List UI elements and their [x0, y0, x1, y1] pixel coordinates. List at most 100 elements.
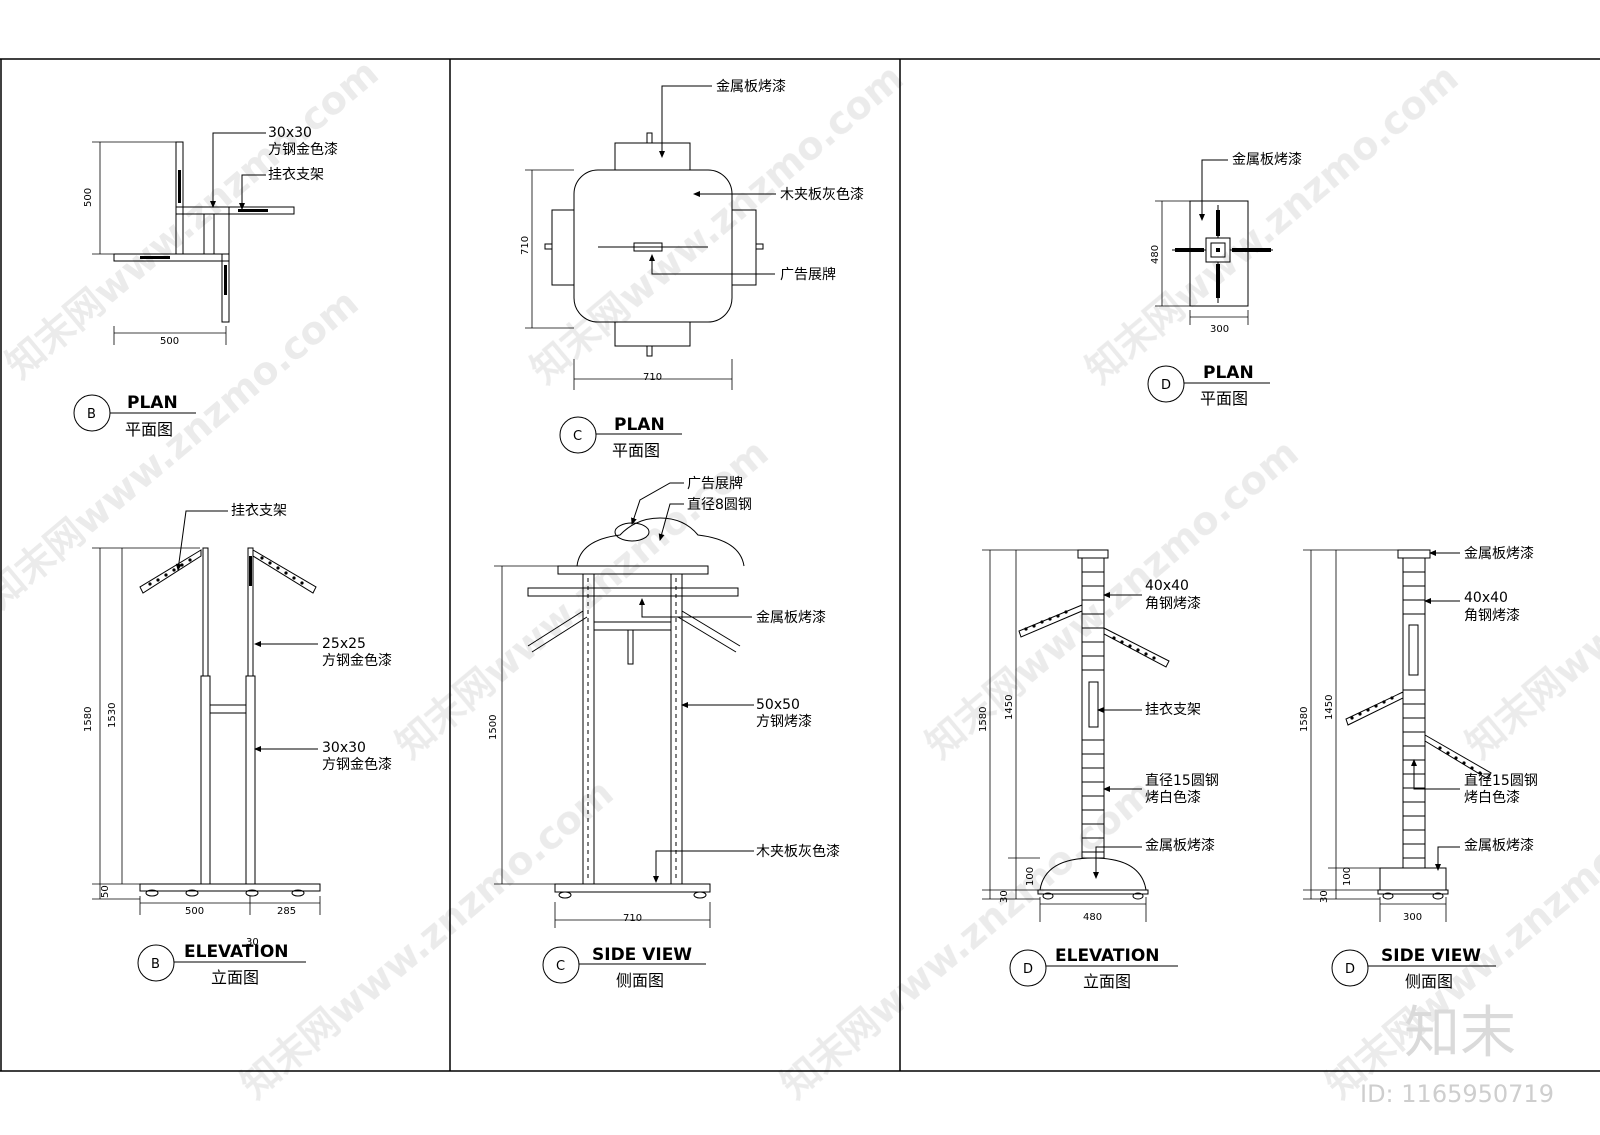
plan-b-subtitle: 平面图: [125, 420, 173, 439]
plan-c-label: 金属板烤漆: [716, 79, 786, 95]
elevation-b-dim-1530: 1530: [107, 703, 118, 728]
elevation-b-dim-285: 285: [277, 906, 296, 917]
plan-c-marker: C: [573, 429, 582, 444]
elevation-b-label: 挂衣支架: [231, 503, 287, 519]
plan-b-label: 方钢金色漆: [268, 141, 338, 158]
plan-c-leaders: [649, 85, 776, 275]
plan-c-title: PLAN: [614, 415, 665, 435]
elevation-d-title-block: D ELEVATION 立面图: [1009, 946, 1178, 991]
plan-d-hooks: [1175, 210, 1271, 298]
side-view-c-label: 直径8圆钢: [687, 496, 752, 513]
side-view-c-subtitle: 侧面图: [616, 971, 664, 990]
elevation-d-leaders: [1093, 592, 1142, 879]
plan-d-dim-v: 480: [1150, 245, 1161, 264]
plan-b-dim-h: 500: [160, 336, 179, 347]
watermark-text: 知末网www.znzmo.com: [523, 55, 912, 391]
elevation-b-leaders: [175, 510, 318, 752]
side-view-d-title-block: D SIDE VIEW 侧面图: [1331, 946, 1496, 991]
elevation-d-subtitle: 立面图: [1083, 972, 1131, 991]
plan-c-subtitle: 平面图: [612, 441, 660, 460]
side-view-c-label: 金属板烤漆: [756, 610, 826, 626]
elevation-b-dim-1580: 1580: [83, 707, 94, 732]
side-view-d-dim-100: 100: [1342, 867, 1353, 886]
watermark-logo: 知末: [1404, 1001, 1516, 1066]
watermark-text: 知末网www.znzmo.com: [773, 770, 1162, 1106]
elevation-d-label: 烤白色漆: [1145, 789, 1201, 806]
elevation-d-label: 直径15圆钢: [1145, 772, 1219, 789]
side-view-d-leaders: [1411, 550, 1460, 871]
elevation-b-marker: B: [151, 957, 160, 972]
sheet-frame: [0, 58, 1600, 1072]
plan-c-dim-v: 710: [520, 236, 531, 255]
side-view-d-label: 直径15圆钢: [1464, 772, 1538, 789]
side-view-d-label: 金属板烤漆: [1464, 546, 1534, 562]
plan-d-dim-h: 300: [1210, 324, 1229, 335]
elevation-d-label: 挂衣支架: [1145, 702, 1201, 718]
side-view-d-dim-300: 300: [1403, 912, 1422, 923]
side-view-c-dims: [494, 565, 711, 928]
plan-d-label: 金属板烤漆: [1232, 152, 1302, 168]
elevation-d-dim-480: 480: [1083, 912, 1102, 923]
side-view-c-title: SIDE VIEW: [592, 945, 692, 965]
plan-d-subtitle: 平面图: [1200, 389, 1248, 408]
plan-b-title-block: B PLAN 平面图: [73, 393, 196, 439]
elevation-b-title: ELEVATION: [184, 942, 289, 962]
elevation-b-subtitle: 立面图: [211, 968, 259, 987]
side-view-d-dims: [1303, 549, 1447, 922]
plan-d-dims: [1155, 200, 1249, 325]
side-view-c-label: 方钢烤漆: [756, 714, 812, 730]
elevation-d-marker: D: [1023, 962, 1033, 977]
watermark-id: ID: 1165950719: [1360, 1080, 1554, 1108]
elevation-d-dim-1580: 1580: [978, 707, 989, 732]
side-view-d-drawing: [1345, 549, 1492, 900]
side-view-c-dim-v: 1500: [488, 715, 499, 740]
elevation-d-title: ELEVATION: [1055, 946, 1160, 966]
side-view-d-hooks: [1350, 696, 1482, 775]
plan-b-marker: B: [87, 407, 96, 422]
elevation-d-dim-1450: 1450: [1004, 695, 1015, 720]
panel-d: 480 300 金属板烤漆 D PLAN 平面图: [978, 152, 1538, 991]
side-view-c-hatching: [587, 578, 677, 880]
side-view-d-label: 角钢烤漆: [1464, 608, 1520, 624]
elevation-b-label: 方钢金色漆: [322, 652, 392, 669]
plan-b-drawing: [113, 141, 295, 323]
plan-b-dims: [92, 141, 227, 345]
elevation-b-dims: [92, 547, 321, 915]
elevation-d-label: 40x40: [1145, 578, 1189, 594]
elevation-d-hooks: [1024, 610, 1156, 660]
plan-b-leaders: [210, 132, 266, 210]
side-view-d-dim-1580: 1580: [1299, 707, 1310, 732]
side-view-d-ladder: [1403, 571, 1425, 859]
plan-c-dims: [525, 169, 733, 390]
side-view-d-title: SIDE VIEW: [1381, 946, 1481, 966]
side-view-c-label: 广告展牌: [687, 475, 743, 492]
plan-d-title-block: D PLAN 平面图: [1147, 363, 1270, 408]
watermark-text: 知末网www.znzmo.com: [918, 430, 1307, 766]
side-view-c-label: 木夹板灰色漆: [756, 843, 840, 860]
plan-d-marker: D: [1161, 378, 1171, 393]
watermark-text: 知末网www.znzmo.com: [233, 770, 622, 1106]
side-view-c-title-block: C SIDE VIEW 侧面图: [542, 945, 706, 990]
plan-b-title: PLAN: [127, 393, 178, 413]
elevation-d-dim-100: 100: [1025, 867, 1036, 886]
elevation-b-hooks: [148, 556, 304, 586]
plan-c-label: 广告展牌: [780, 266, 836, 283]
side-view-c-drawing: [527, 517, 745, 899]
side-view-d-subtitle: 侧面图: [1405, 972, 1453, 991]
plan-b-dim-v: 500: [83, 188, 94, 207]
elevation-b-label: 25x25: [322, 636, 366, 652]
plan-b-label: 挂衣支架: [268, 167, 324, 183]
elevation-d-label: 金属板烤漆: [1145, 838, 1215, 854]
elevation-d-drawing: [1018, 549, 1170, 900]
elevation-d-dims: [982, 549, 1147, 922]
side-view-d-marker: D: [1345, 962, 1355, 977]
plan-c-label: 木夹板灰色漆: [780, 186, 864, 203]
side-view-d-label: 40x40: [1464, 590, 1508, 606]
side-view-d-label: 烤白色漆: [1464, 789, 1520, 806]
plan-d-title: PLAN: [1203, 363, 1254, 383]
plan-c-drawing: [544, 132, 764, 357]
side-view-c-label: 50x50: [756, 697, 800, 713]
elevation-b-dim-30: 30: [246, 937, 259, 948]
